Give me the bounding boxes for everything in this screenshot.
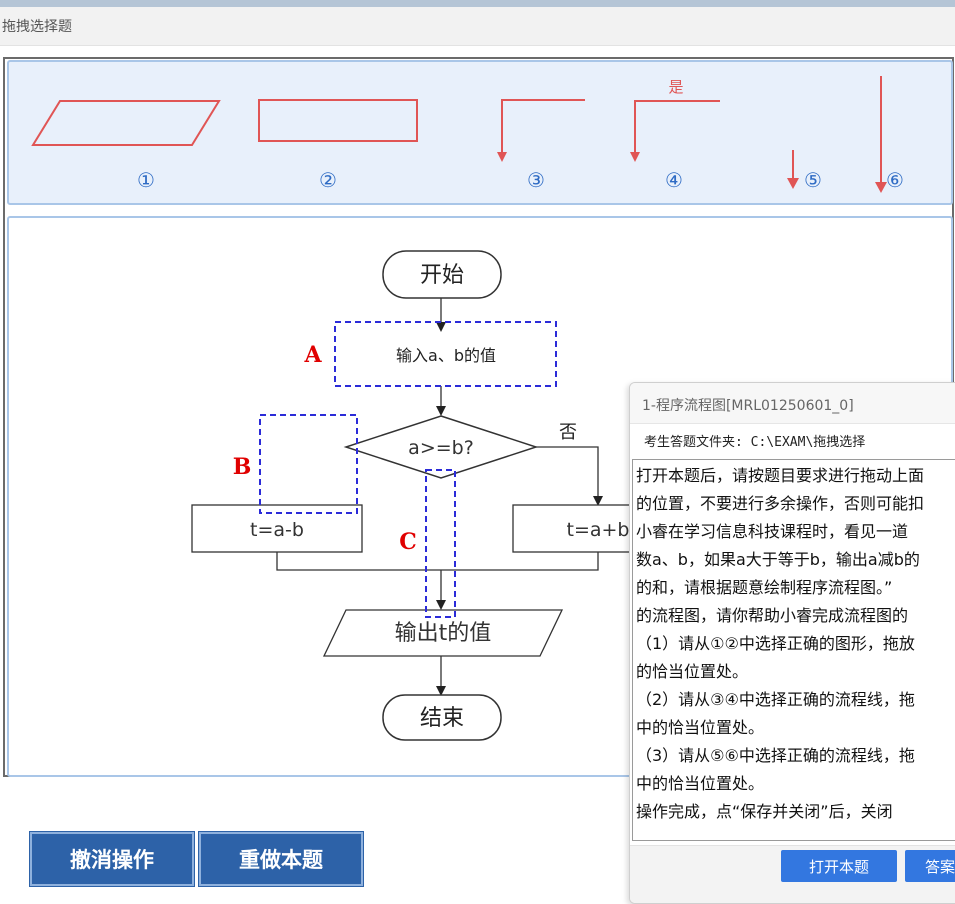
left-process-label: t=a-b	[250, 519, 304, 541]
instruction-line: 小睿在学习信息科技课程时，看见一道	[636, 522, 909, 541]
window-titlebar: 拖拽选择题	[0, 7, 955, 46]
window-title: 拖拽选择题	[2, 19, 72, 35]
flowline-corner-yes[interactable]	[630, 100, 720, 162]
instruction-line: 数a、b，如果a大于等于b，输出a减b的	[636, 550, 920, 569]
instruction-line: （3）请从⑤⑥中选择正确的流程线，拖	[636, 746, 915, 765]
yes-label: 是	[668, 78, 683, 96]
shape-number-5: ⑤	[804, 168, 822, 192]
instruction-line: 打开本题后，请按题目要求进行拖动上面	[636, 466, 925, 485]
flowline-corner-left[interactable]	[497, 99, 585, 162]
window-top-border	[0, 0, 955, 7]
shape-number-6: ⑥	[886, 168, 904, 192]
target-c-label: C	[399, 529, 417, 555]
open-question-button[interactable]: 打开本题	[781, 850, 897, 882]
instruction-line: （2）请从③④中选择正确的流程线，拖	[636, 690, 915, 709]
shape-rectangle[interactable]	[258, 99, 418, 142]
answer-folder-label: 考生答题文件夹: C:\EXAM\拖拽选择	[644, 435, 866, 450]
end-terminal	[382, 694, 502, 741]
shape-number-4: ④	[665, 168, 683, 192]
output-parallelogram	[322, 609, 564, 657]
instruction-line: 中的恰当位置处。	[636, 718, 765, 737]
output-label: 输出t的值	[395, 621, 492, 646]
target-b-label: B	[233, 454, 252, 480]
flowchart-arrowheads	[436, 322, 603, 696]
start-terminal	[382, 250, 502, 299]
no-label: 否	[559, 422, 577, 443]
shape-number-2: ②	[319, 168, 337, 192]
right-process-label: t=a+b	[567, 519, 630, 541]
decision-label: a>=b?	[408, 437, 474, 459]
instruction-line: 的和，请根据题意绘制程序流程图。”	[636, 578, 893, 597]
instruction-line: 中的恰当位置处。	[636, 774, 765, 793]
shape-number-3: ③	[527, 168, 545, 192]
flowchart-connectors	[276, 298, 599, 687]
drop-target-b[interactable]	[259, 414, 358, 514]
flowline-short-down[interactable]	[787, 150, 799, 189]
drop-target-a[interactable]	[334, 321, 557, 387]
dialog-title: 1-程序流程图[MRL01250601_0]	[642, 398, 854, 414]
redo-button[interactable]: 重做本题	[199, 832, 363, 886]
undo-button[interactable]: 撤消操作	[30, 832, 194, 886]
start-label: 开始	[420, 263, 464, 288]
instruction-line: 的位置，不要进行多余操作，否则可能扣	[636, 494, 925, 513]
decision-diamond	[343, 415, 539, 479]
answer-button[interactable]: 答案	[905, 850, 955, 882]
instruction-line: （1）请从①②中选择正确的图形，拖放	[636, 634, 915, 653]
instruction-line: 操作完成，点“保存并关闭”后，关闭	[636, 802, 893, 821]
shape-parallelogram[interactable]	[31, 100, 221, 146]
instruction-line: 的恰当位置处。	[636, 662, 749, 681]
instruction-dialog: 1-程序流程图[MRL01250601_0] 考生答题文件夹: C:\EXAM\…	[629, 382, 955, 904]
input-label: 输入a、b的值	[396, 346, 496, 365]
shape-number-1: ①	[137, 168, 155, 192]
end-label: 结束	[420, 706, 464, 731]
flowline-long-down[interactable]	[875, 76, 887, 193]
drop-target-c[interactable]	[425, 469, 456, 618]
instruction-line: 的流程图，请你帮助小睿完成流程图的	[636, 606, 909, 625]
instruction-textarea[interactable]: 打开本题后，请按题目要求进行拖动上面 的位置，不要进行多余操作，否则可能扣 小睿…	[632, 459, 955, 841]
target-a-label: A	[303, 342, 322, 368]
dialog-titlebar[interactable]: 1-程序流程图[MRL01250601_0]	[630, 383, 955, 424]
